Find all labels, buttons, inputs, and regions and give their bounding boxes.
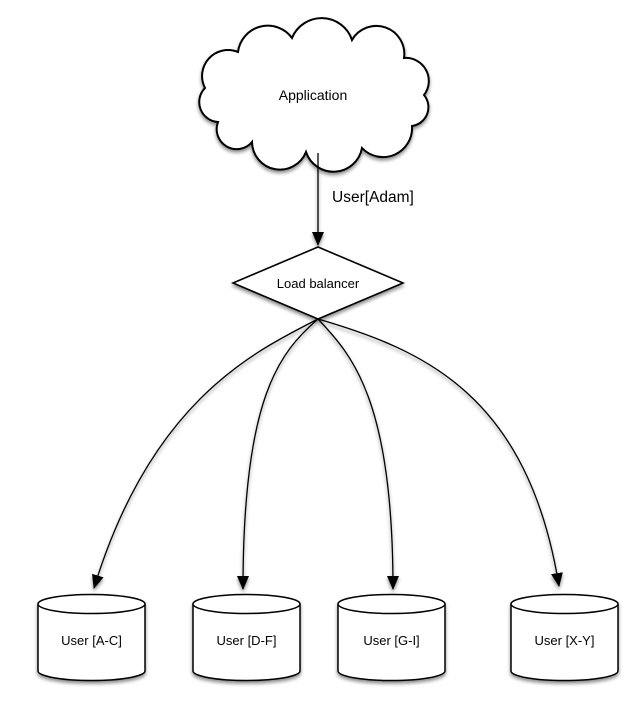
shard2-cylinder-shape	[192, 593, 301, 682]
balancer-to-shard4-arrow	[317, 318, 563, 587]
balancer-to-shard3-arrow	[317, 318, 399, 590]
application-cloud-shape	[198, 17, 430, 173]
application-label: Application	[279, 87, 348, 103]
balancer-to-shard2-arrow	[237, 318, 319, 590]
shard1-cylinder-shape	[37, 593, 146, 682]
shard4-label: User [X-Y]	[535, 633, 595, 648]
shard2-label: User [D-F]	[217, 633, 277, 648]
load-balancer-label: Load balancer	[277, 276, 360, 291]
balancer-to-shard1-arrow	[92, 318, 319, 589]
app-to-balancer-edge-label: User[Adam]	[332, 189, 414, 206]
shard3-label: User [G-I]	[363, 633, 419, 648]
shard3-cylinder-shape	[337, 593, 446, 682]
shard1-label: User [A-C]	[61, 633, 122, 648]
shard4-cylinder-shape	[510, 593, 619, 682]
